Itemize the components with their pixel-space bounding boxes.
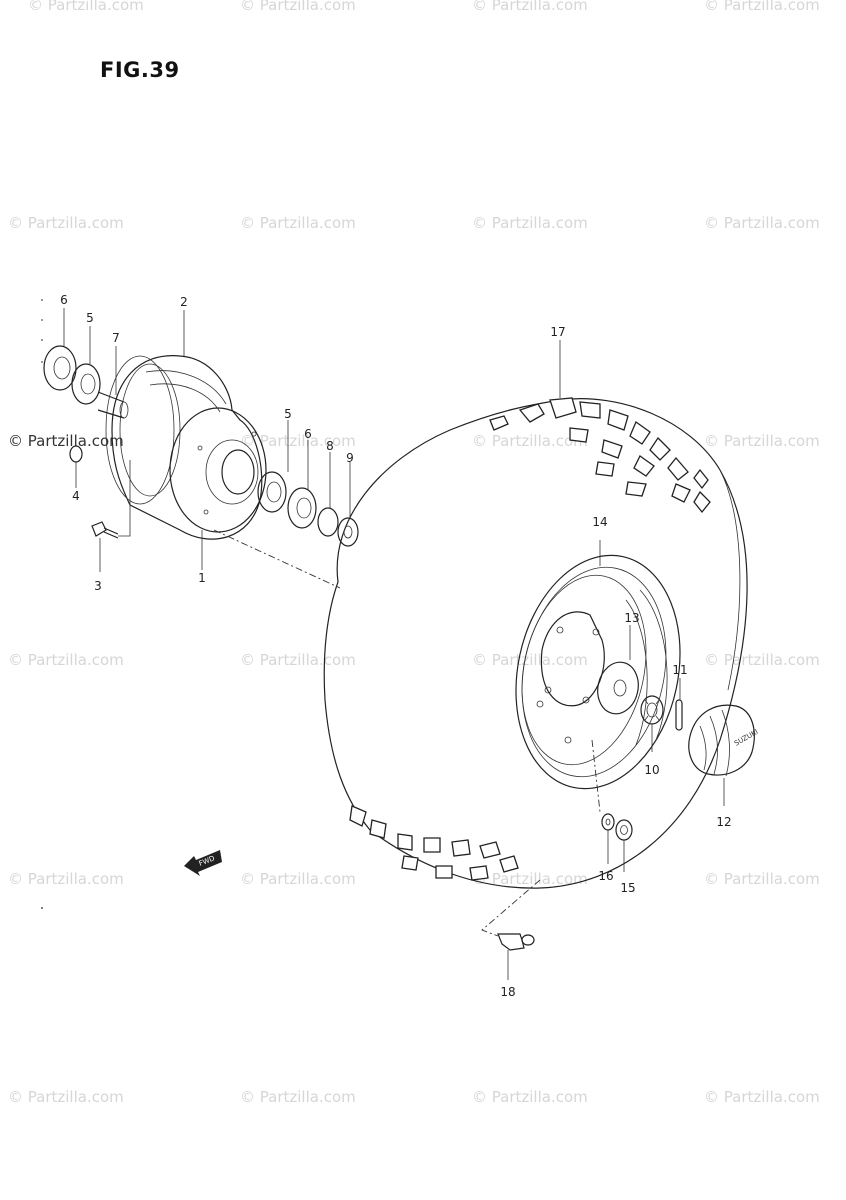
figure-title: FIG.39	[100, 58, 180, 82]
center-plate	[597, 661, 639, 715]
callout-7: 7	[112, 331, 120, 345]
thrust-washer	[337, 517, 359, 547]
callout-6: 6	[60, 293, 68, 307]
watermark-dark: © Partzilla.com	[8, 432, 124, 450]
watermark-layer: © Partzilla.com © Partzilla.com © Partzi…	[8, 0, 820, 1106]
callout-1: 1	[198, 571, 206, 585]
callout-17: 17	[550, 325, 565, 339]
watermark: © Partzilla.com	[704, 432, 820, 450]
collar	[317, 507, 339, 537]
watermark: © Partzilla.com	[472, 0, 588, 14]
tire-tread-bottom	[349, 805, 519, 881]
watermark: © Partzilla.com	[704, 214, 820, 232]
watermark: © Partzilla.com	[704, 0, 820, 14]
washer	[601, 813, 615, 831]
callout-2: 2	[180, 295, 188, 309]
watermark: © Partzilla.com	[472, 432, 588, 450]
leader-lines	[63, 308, 725, 980]
callout-18: 18	[500, 985, 515, 999]
oil-seal-right	[287, 487, 317, 529]
lug-nut	[615, 819, 633, 841]
callout-11: 11	[672, 663, 687, 677]
watermark: © Partzilla.com	[240, 651, 356, 669]
watermark: © Partzilla.com	[8, 651, 124, 669]
callout-13: 13	[624, 611, 639, 625]
callout-3: 3	[94, 579, 102, 593]
watermark: © Partzilla.com	[472, 214, 588, 232]
watermark: © Partzilla.com	[8, 870, 124, 888]
callout-14: 14	[592, 515, 607, 529]
callout-4: 4	[72, 489, 80, 503]
tire	[323, 397, 748, 889]
cotter-pin	[675, 699, 683, 731]
callout-6b: 6	[304, 427, 312, 441]
wheel-rim	[515, 554, 681, 790]
callout-9: 9	[346, 451, 354, 465]
watermark: © Partzilla.com	[704, 870, 820, 888]
callout-5b: 5	[284, 407, 292, 421]
registration-marks	[41, 299, 43, 909]
front-arrow-icon: FWD	[184, 850, 222, 876]
valve-stem	[497, 933, 535, 951]
callout-10: 10	[644, 763, 659, 777]
watermark: © Partzilla.com	[240, 214, 356, 232]
watermark: © Partzilla.com	[704, 1088, 820, 1106]
watermark: © Partzilla.com	[8, 214, 124, 232]
part-callouts: 6 5 7 2 4 3 1 5 6 8 9 17 14 13 11 10 12 …	[60, 293, 731, 999]
callout-15: 15	[620, 881, 635, 895]
callout-5: 5	[86, 311, 94, 325]
watermark: © Partzilla.com	[472, 651, 588, 669]
hub-bolt	[91, 521, 119, 539]
watermark: © Partzilla.com	[704, 651, 820, 669]
callout-12: 12	[716, 815, 731, 829]
hub-cap: SUZUKI	[688, 704, 760, 777]
watermark: © Partzilla.com	[240, 1088, 356, 1106]
bearing-left	[71, 363, 101, 405]
watermark: © Partzilla.com	[28, 0, 144, 14]
oil-seal-left	[43, 345, 77, 391]
watermark: © Partzilla.com	[240, 0, 356, 14]
bearing-right	[257, 471, 287, 513]
watermark: © Partzilla.com	[240, 432, 356, 450]
tire-tread-top	[489, 397, 711, 514]
watermark: © Partzilla.com	[472, 870, 588, 888]
callout-8: 8	[326, 439, 334, 453]
watermark: © Partzilla.com	[240, 870, 356, 888]
spacer	[97, 391, 129, 419]
watermark: © Partzilla.com	[472, 1088, 588, 1106]
callout-16: 16	[598, 869, 613, 883]
watermark: © Partzilla.com	[8, 1088, 124, 1106]
hub-cap-logo: SUZUKI	[733, 728, 760, 748]
